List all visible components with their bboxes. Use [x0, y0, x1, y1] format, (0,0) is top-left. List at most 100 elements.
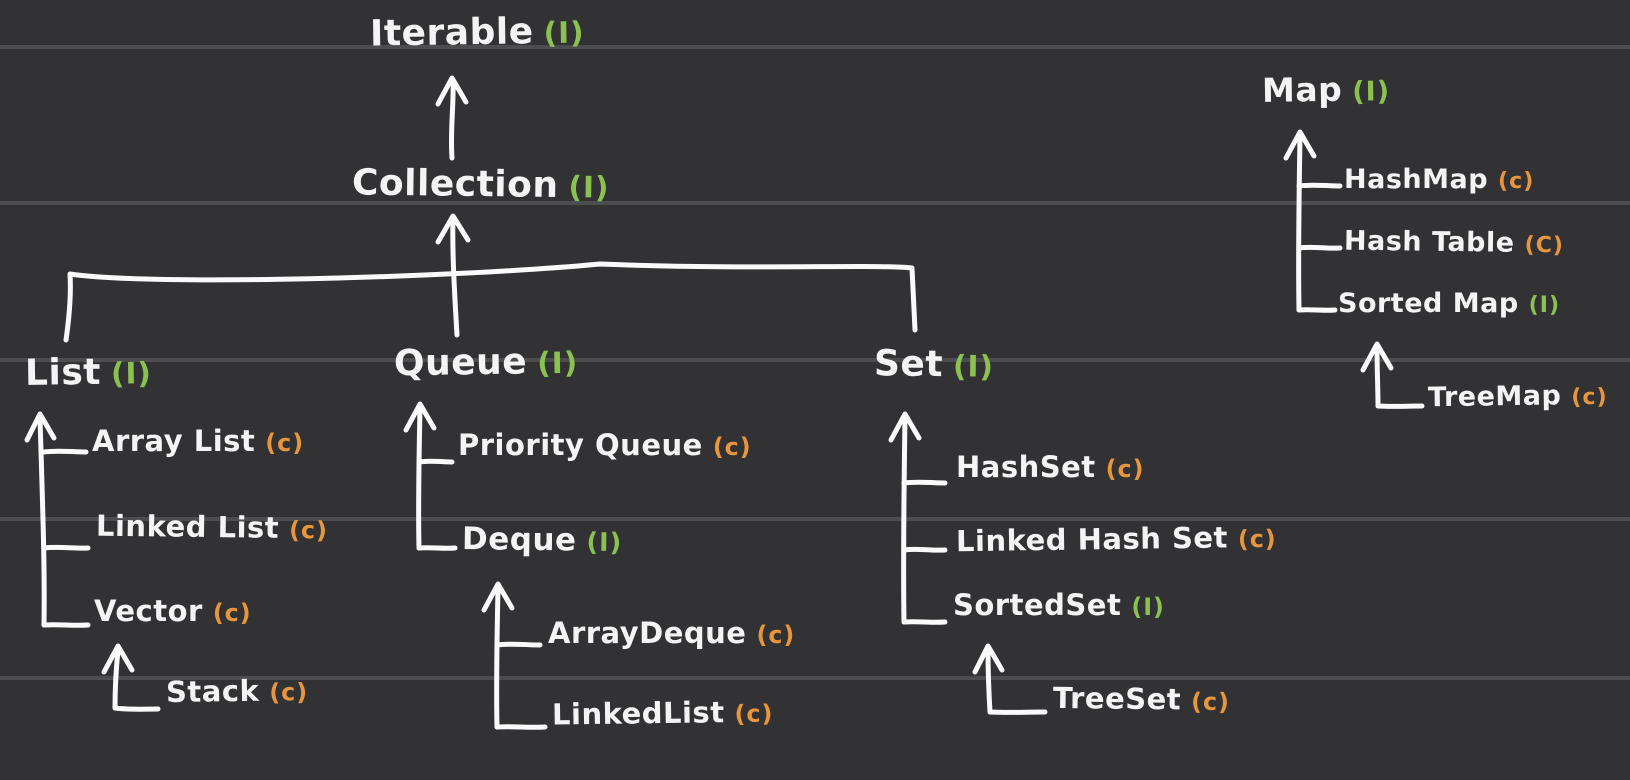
node-label: Priority Queue — [458, 428, 703, 462]
list-children-spine — [37, 414, 47, 628]
ruled-line — [0, 517, 1630, 521]
node-sorted-map: Sorted Map (I) — [1338, 288, 1560, 319]
class-marker: (c) — [734, 699, 774, 728]
class-marker: (c) — [1571, 383, 1608, 411]
class-marker: (c) — [756, 621, 796, 649]
node-label: Iterable — [369, 11, 534, 55]
node-queue: Queue (I) — [393, 341, 579, 385]
interface-marker: (I) — [586, 526, 623, 557]
class-marker: (c) — [712, 433, 752, 461]
class-marker: (c) — [269, 678, 309, 707]
branch-sorted-map — [1296, 307, 1338, 313]
interface-marker: (I) — [568, 170, 610, 205]
class-marker: (c) — [288, 515, 329, 545]
node-label: Hash Table — [1343, 225, 1515, 259]
branch-hash-table — [1296, 244, 1343, 251]
branch-hash-map — [1296, 182, 1343, 189]
class-marker: (c) — [1105, 455, 1145, 483]
node-array-list: Array List (c) — [92, 424, 304, 458]
node-label: Array List — [92, 424, 256, 458]
bracket-list-queue-set — [63, 261, 918, 343]
deque-children-spine — [494, 584, 501, 730]
branch-hash-set — [901, 479, 948, 486]
interface-marker: (I) — [543, 15, 585, 51]
ruled-line — [0, 676, 1630, 680]
branch-linkedlist-deque — [494, 724, 548, 730]
node-label: Sorted Map — [1338, 288, 1519, 319]
node-iterable: Iterable (I) — [369, 11, 585, 55]
queue-children-spine — [416, 404, 423, 551]
arrowhead-tree-set-to-sorted-set — [972, 643, 1005, 675]
interface-marker: (I) — [536, 345, 579, 381]
arrowhead-children-to-map — [1283, 129, 1317, 161]
ruled-line — [0, 201, 1630, 205]
node-deque: Deque (I) — [462, 521, 623, 559]
arrow-tree-map-to-sorted-map — [1374, 344, 1425, 409]
branch-linked-list — [41, 544, 91, 551]
node-label: Vector — [94, 594, 203, 628]
branch-deque — [416, 545, 458, 551]
branch-linked-hash-set — [901, 546, 948, 553]
node-label: ArrayDeque — [548, 616, 747, 650]
node-collection: Collection (I) — [352, 162, 610, 206]
branch-array-list — [41, 448, 89, 455]
node-label: List — [24, 351, 102, 394]
class-marker: (c) — [1498, 168, 1535, 194]
arrowhead-bracket-to-collection — [435, 213, 471, 245]
branch-vector — [41, 622, 91, 628]
map-children-spine — [1296, 132, 1303, 313]
arrow-bracket-to-collection — [450, 215, 460, 338]
arrowhead-tree-map-to-sorted-map — [1360, 341, 1394, 373]
branch-array-deque — [494, 641, 543, 648]
set-children-spine — [901, 414, 908, 625]
node-label: Map — [1261, 69, 1343, 110]
node-label: LinkedList — [551, 695, 725, 732]
node-tree-set: TreeSet (c) — [1053, 681, 1230, 717]
node-label: Linked Hash Set — [955, 520, 1229, 559]
arrowhead-children-to-deque — [481, 581, 515, 613]
class-marker: (C) — [1524, 231, 1565, 259]
arrow-collection-to-iterable — [448, 77, 456, 161]
node-hash-map: HashMap (c) — [1344, 164, 1534, 195]
node-linked-hash-set: Linked Hash Set (c) — [956, 520, 1277, 558]
node-set: Set (I) — [874, 343, 995, 385]
node-hash-table: Hash Table (C) — [1344, 226, 1564, 260]
arrowhead-children-to-list — [24, 411, 57, 443]
ruled-line — [0, 358, 1630, 362]
node-priority-queue: Priority Queue (c) — [458, 428, 752, 462]
node-vector: Vector (c) — [94, 594, 252, 628]
interface-marker: (I) — [1528, 292, 1561, 318]
node-list: List (I) — [25, 351, 152, 394]
branch-priority-queue — [416, 458, 455, 465]
class-marker: (c) — [1190, 687, 1231, 717]
node-label: Deque — [461, 521, 577, 559]
node-label: Set — [873, 343, 944, 386]
interface-marker: (I) — [110, 356, 153, 391]
class-marker: (c) — [265, 429, 305, 457]
node-sorted-set: SortedSet (I) — [953, 588, 1165, 622]
ruled-line — [0, 45, 1630, 49]
arrowhead-children-to-set — [888, 411, 922, 443]
interface-marker: (I) — [1131, 593, 1165, 621]
node-label: Stack — [165, 673, 260, 709]
node-label: TreeMap — [1427, 380, 1562, 414]
arrowhead-stack-to-vector — [101, 643, 135, 675]
node-label: HashSet — [956, 450, 1096, 484]
arrowhead-children-to-queue — [403, 401, 437, 433]
node-label: Queue — [393, 341, 528, 385]
node-linkedlist-deque: LinkedList (c) — [552, 694, 774, 731]
node-label: SortedSet — [953, 588, 1122, 622]
arrow-tree-set-to-sorted-set — [985, 647, 1048, 715]
node-label: HashMap — [1344, 164, 1489, 195]
node-array-deque: ArrayDeque (c) — [548, 616, 795, 650]
node-linked-list: Linked List (c) — [96, 509, 328, 546]
node-map: Map (I) — [1262, 69, 1391, 110]
node-label: Collection — [351, 162, 559, 206]
node-hash-set: HashSet (c) — [956, 450, 1144, 484]
arrow-stack-to-vector — [112, 647, 161, 712]
class-marker: (c) — [212, 599, 252, 627]
interface-marker: (I) — [1352, 76, 1391, 108]
branch-sorted-set — [901, 619, 948, 625]
